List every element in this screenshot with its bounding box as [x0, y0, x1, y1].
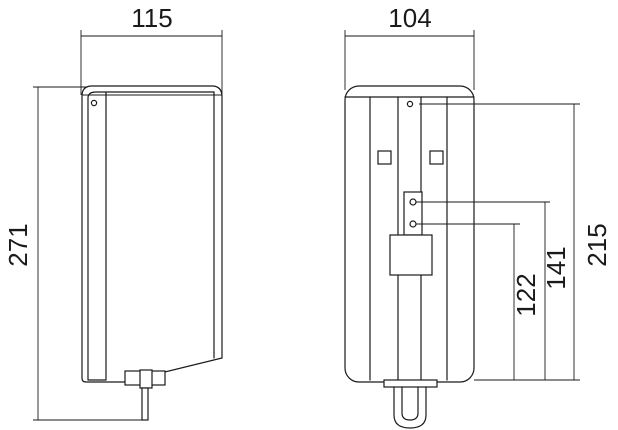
front-width-dimension: 104: [344, 3, 475, 90]
front-lock-block: [389, 234, 433, 276]
front-lower-height-dimension: 122: [416, 223, 541, 380]
front-view: 104 215: [344, 3, 612, 429]
side-height-dimension: 271: [3, 86, 146, 421]
side-nozzle: [124, 369, 166, 421]
mounting-hole-right: [429, 150, 444, 165]
front-total-height-label: 215: [582, 223, 612, 266]
front-lower-height-label: 122: [511, 273, 541, 316]
side-width-label: 115: [131, 3, 172, 33]
front-upper-height-label: 141: [541, 246, 571, 289]
front-handle: [383, 379, 438, 429]
side-height-label: 271: [3, 223, 33, 266]
side-width-dimension: 115: [80, 3, 223, 95]
side-button-icon: [90, 99, 98, 107]
side-body-outline: [81, 85, 223, 383]
side-front-panel: [87, 91, 107, 381]
front-width-label: 104: [388, 3, 431, 33]
mounting-hole-left: [377, 150, 392, 165]
side-view: 115 271: [3, 3, 223, 421]
front-screw-icon: [406, 100, 414, 108]
front-upper-height-dimension: 141: [416, 201, 571, 380]
front-total-height-dimension: 215: [419, 103, 612, 381]
